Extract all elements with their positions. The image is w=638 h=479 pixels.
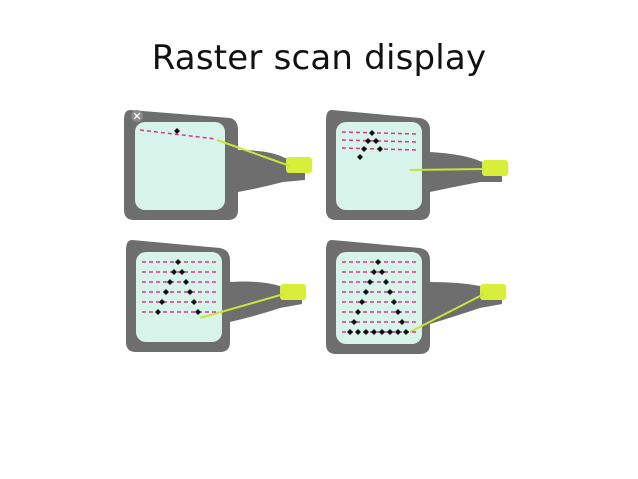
pixel-dot bbox=[379, 269, 385, 275]
slide-title: Raster scan display bbox=[151, 38, 487, 78]
electron-beam bbox=[409, 168, 485, 171]
raster-scan-diagram bbox=[120, 100, 520, 360]
electron-gun-icon bbox=[482, 160, 508, 176]
pixel-dot bbox=[174, 128, 180, 134]
pixel-dot bbox=[363, 289, 369, 295]
pixel-dot bbox=[355, 329, 361, 335]
pixel-dot bbox=[357, 154, 363, 160]
pixel-dot bbox=[155, 309, 161, 315]
crt-tube-icon bbox=[124, 110, 305, 220]
pixel-dot bbox=[387, 329, 393, 335]
pixel-dot bbox=[367, 279, 373, 285]
pixel-dot bbox=[373, 138, 379, 144]
pixel-dot bbox=[163, 289, 169, 295]
pixel-dot bbox=[403, 329, 409, 335]
pixel-dot bbox=[377, 146, 383, 152]
pixel-dot bbox=[179, 269, 185, 275]
crt-tube-icon bbox=[126, 240, 302, 352]
pixel-dot bbox=[191, 299, 197, 305]
pixel-dot bbox=[375, 259, 381, 265]
crt-tube-icon bbox=[326, 110, 502, 220]
pixel-dot bbox=[395, 329, 401, 335]
pixel-dot bbox=[371, 329, 377, 335]
raster-scan-svg bbox=[124, 110, 508, 354]
pixel-dot bbox=[175, 259, 181, 265]
close-icon[interactable] bbox=[131, 110, 143, 122]
electron-gun-icon bbox=[286, 157, 312, 173]
pixel-dot bbox=[391, 299, 397, 305]
pixel-dot bbox=[167, 279, 173, 285]
pixel-dot bbox=[395, 309, 401, 315]
pixel-dot bbox=[355, 309, 361, 315]
electron-beam bbox=[409, 293, 485, 333]
pixel-dot bbox=[359, 299, 365, 305]
pixel-dot bbox=[383, 279, 389, 285]
pixel-dot bbox=[159, 299, 165, 305]
crt-panel-step-4 bbox=[326, 240, 506, 354]
scanline bbox=[139, 129, 217, 140]
pixel-dot bbox=[365, 138, 371, 144]
electron-gun-icon bbox=[280, 284, 306, 300]
scanline bbox=[341, 131, 417, 135]
pixel-dot bbox=[363, 329, 369, 335]
pixel-dot bbox=[369, 130, 375, 136]
electron-beam bbox=[216, 139, 291, 167]
electron-beam bbox=[199, 293, 285, 319]
pixel-dot bbox=[387, 289, 393, 295]
pixel-dot bbox=[183, 279, 189, 285]
crt-panel-step-2 bbox=[326, 110, 508, 220]
pixel-dot bbox=[347, 329, 353, 335]
pixel-dot bbox=[379, 329, 385, 335]
pixel-dot bbox=[187, 289, 193, 295]
pixel-dot bbox=[195, 309, 201, 315]
pixel-dot bbox=[171, 269, 177, 275]
crt-tube-icon bbox=[326, 240, 502, 354]
pixel-dot bbox=[351, 319, 357, 325]
crt-panel-step-1 bbox=[124, 110, 312, 220]
electron-gun-icon bbox=[480, 284, 506, 300]
crt-panel-step-3 bbox=[126, 240, 306, 352]
pixel-dot bbox=[399, 319, 405, 325]
pixel-dot bbox=[371, 269, 377, 275]
pixel-dot bbox=[361, 146, 367, 152]
